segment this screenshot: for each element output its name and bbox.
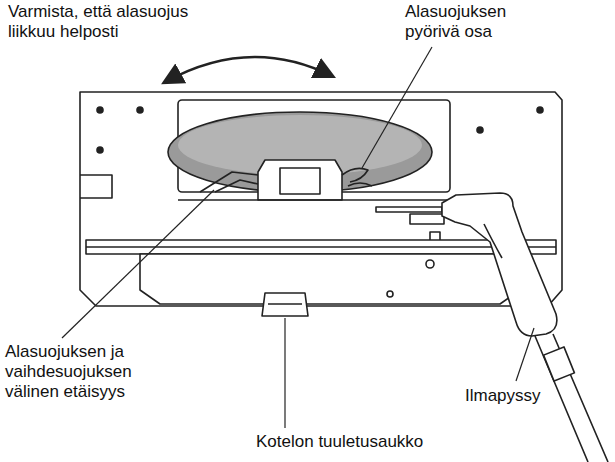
air-gun bbox=[442, 193, 557, 336]
gun-trigger bbox=[484, 224, 502, 258]
plate-notch bbox=[80, 175, 112, 198]
vent-opening bbox=[262, 293, 308, 316]
part-label: Alasuojuksen ja vaihdesuojuksen välinen … bbox=[5, 342, 153, 402]
leader-line bbox=[516, 328, 534, 381]
bracket bbox=[410, 214, 444, 224]
part-label: Alasuojuksen pyörivä osa bbox=[405, 2, 535, 42]
vent-slot bbox=[268, 303, 302, 305]
lower-housing bbox=[140, 254, 520, 304]
hub bbox=[280, 168, 320, 194]
movement-arrow bbox=[165, 57, 332, 82]
air-hose bbox=[535, 334, 608, 462]
hole bbox=[477, 127, 483, 133]
leader-line bbox=[362, 47, 432, 168]
hole bbox=[137, 107, 143, 113]
hub-housing bbox=[258, 160, 342, 200]
hole bbox=[97, 147, 103, 153]
rail bbox=[178, 199, 450, 201]
part-label: Kotelon tuuletusaukko bbox=[256, 432, 456, 452]
screw bbox=[426, 260, 434, 268]
rotating-part bbox=[342, 168, 372, 186]
gun-nozzle bbox=[376, 207, 442, 212]
hole bbox=[97, 107, 103, 113]
screw bbox=[387, 291, 393, 297]
guard-lever bbox=[200, 172, 258, 192]
hose-coupling bbox=[544, 347, 575, 381]
leader-line bbox=[284, 318, 285, 428]
instruction-note: Varmista, että alasuojus liikkuu helpost… bbox=[8, 2, 223, 42]
shoe-edge bbox=[86, 240, 556, 254]
leader-line bbox=[62, 190, 214, 338]
hole bbox=[537, 107, 543, 113]
tool-label: Ilmapyssy bbox=[465, 386, 565, 406]
